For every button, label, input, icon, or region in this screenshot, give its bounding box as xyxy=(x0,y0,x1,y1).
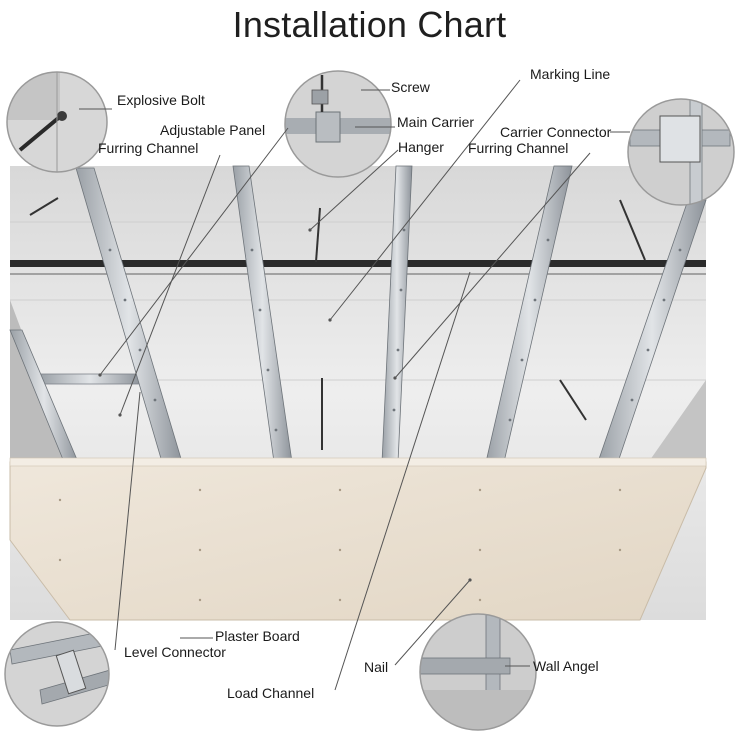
cross-furring-channel xyxy=(39,373,141,385)
label-screw: Screw xyxy=(391,79,430,95)
label-level-connector: Level Connector xyxy=(124,644,226,660)
hangers xyxy=(29,197,646,450)
label-plaster-board: Plaster Board xyxy=(215,628,300,644)
inset-main-carrier xyxy=(284,70,392,178)
inset-explosive-bolt xyxy=(6,71,108,173)
label-furring-channel-left: Furring Channel xyxy=(98,140,199,156)
inset-wall-angel xyxy=(419,613,537,731)
leader-dots xyxy=(98,228,472,582)
leader-lines xyxy=(79,79,630,691)
label-main-carrier: Main Carrier xyxy=(397,114,475,130)
label-furring-channel-right: Furring Channel xyxy=(468,140,569,156)
label-nail: Nail xyxy=(364,659,389,675)
inset-level-connector xyxy=(4,621,110,727)
label-explosive-bolt: Explosive Bolt xyxy=(117,92,205,108)
main-carrier-bar xyxy=(10,260,706,267)
page-title: Installation Chart xyxy=(232,4,507,45)
right-wall xyxy=(650,380,706,460)
plaster-board-edge xyxy=(9,457,707,467)
channel-dots xyxy=(108,228,682,432)
plaster-board-panel xyxy=(9,461,707,621)
label-carrier-connector: Carrier Connector xyxy=(500,124,612,140)
label-marking-line: Marking Line xyxy=(530,66,611,82)
label-adjustable-panel: Adjustable Panel xyxy=(160,122,266,138)
furring-channels xyxy=(9,165,707,463)
label-wall-angel: Wall Angel xyxy=(533,658,599,674)
board-screw-dots xyxy=(58,488,622,602)
label-hanger: Hanger xyxy=(398,139,444,155)
label-load-channel: Load Channel xyxy=(227,685,315,701)
